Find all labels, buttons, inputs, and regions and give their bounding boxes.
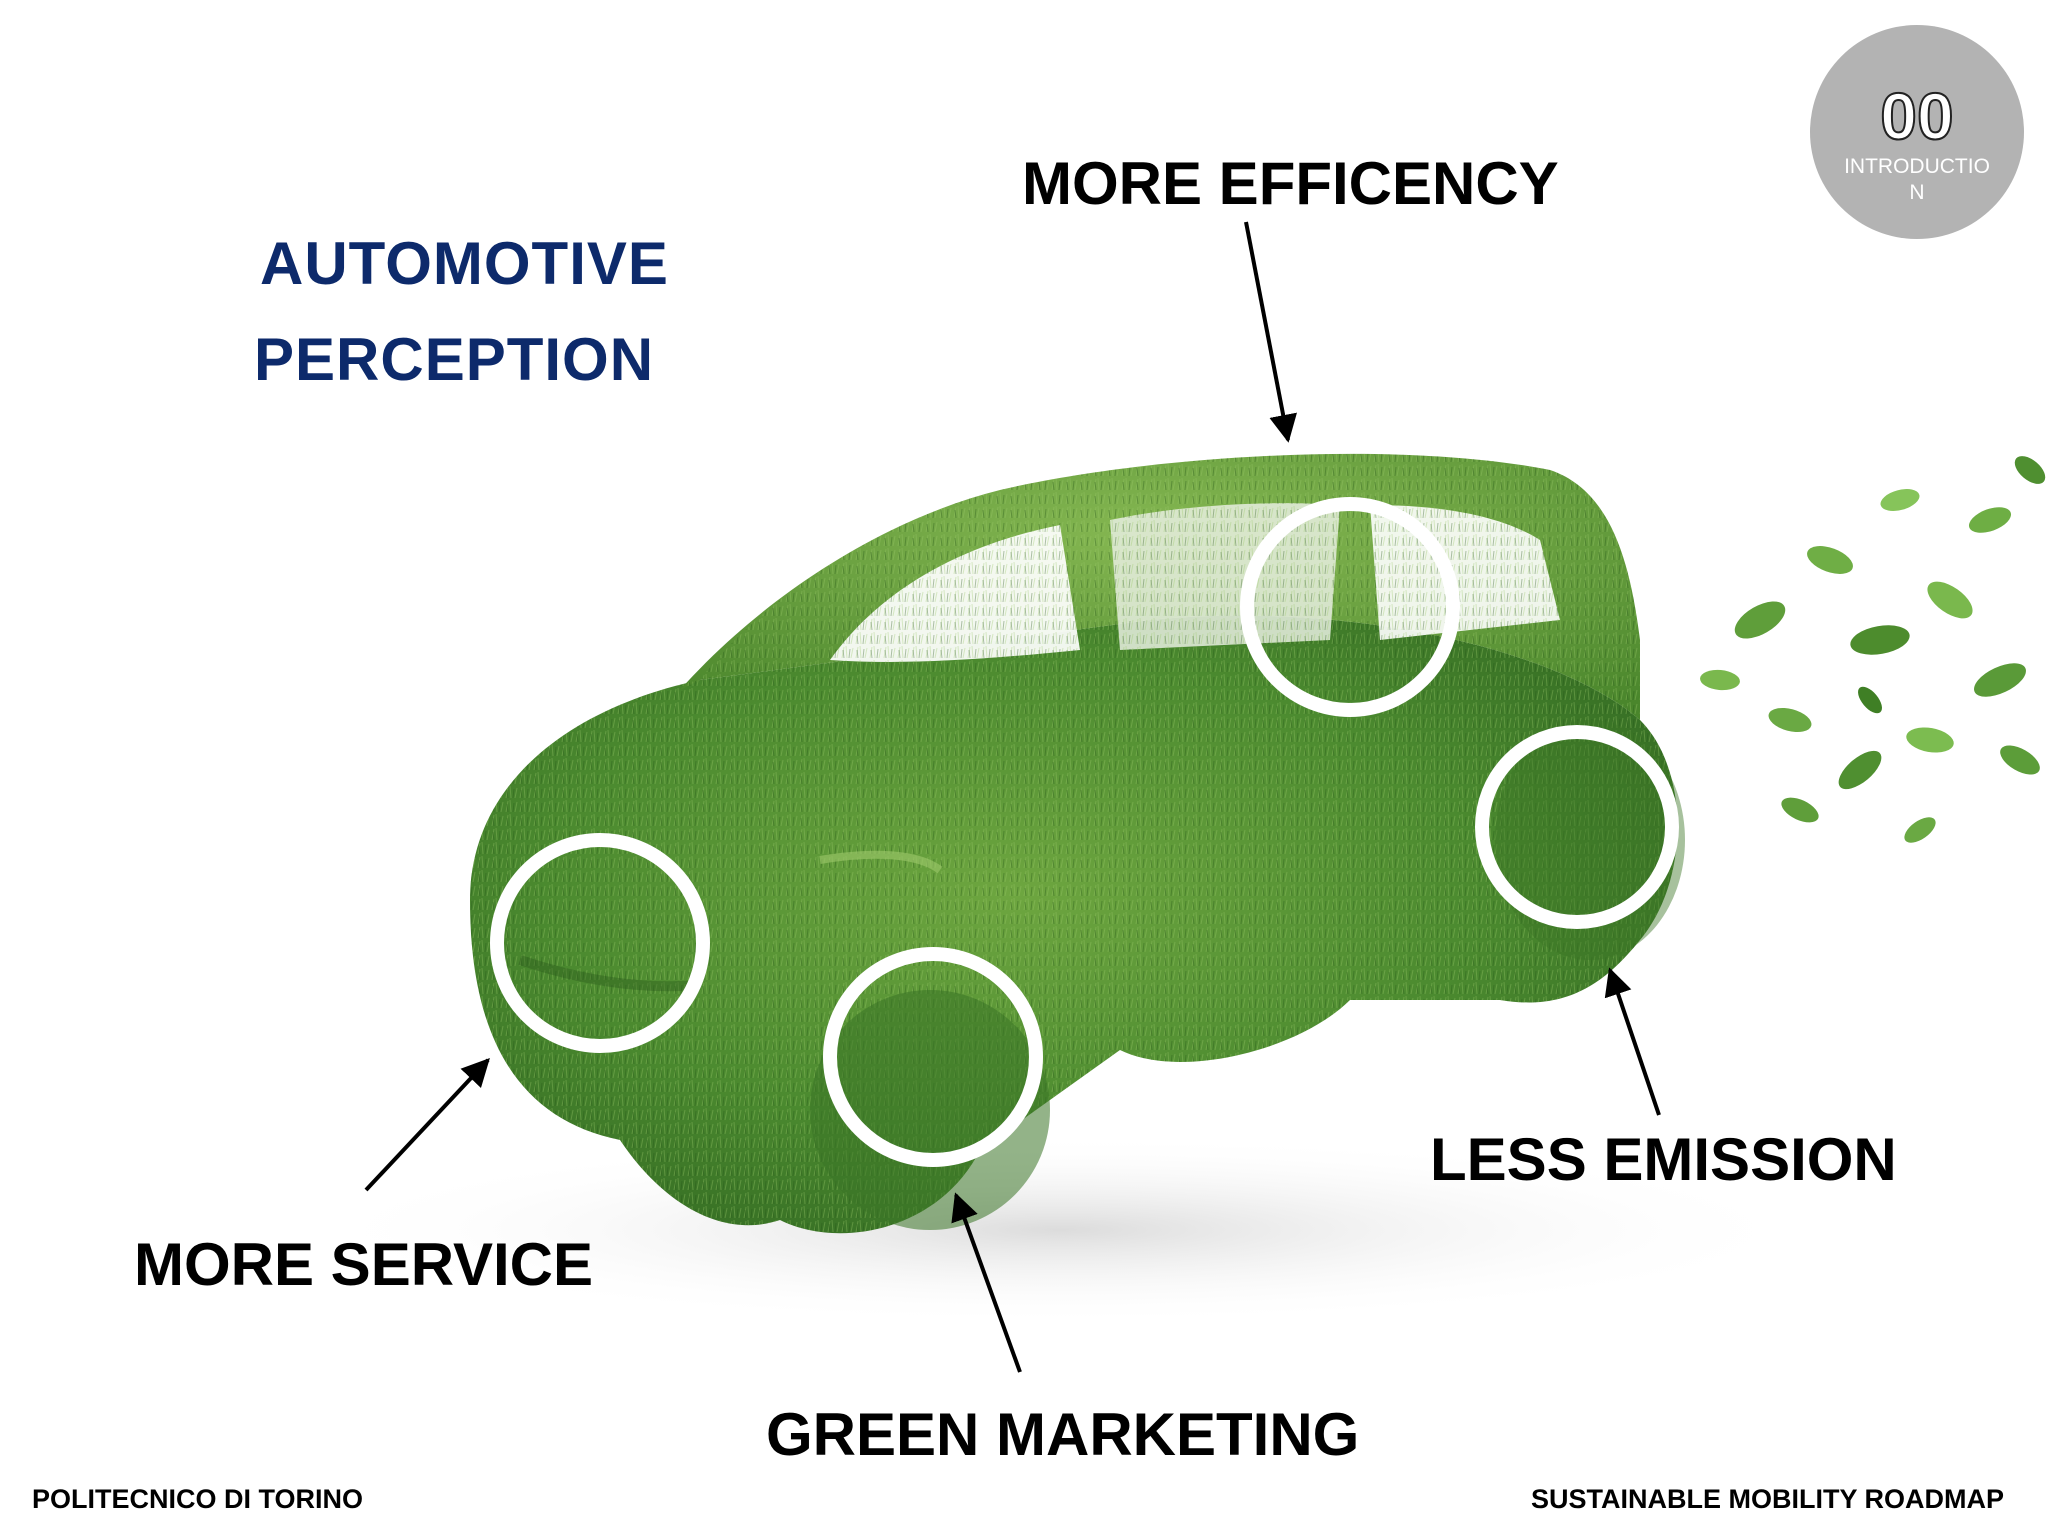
footer-right: SUSTAINABLE MOBILITY ROADMAP [1530,1484,2004,1514]
title-line-1: AUTOMOTIVE [260,230,669,297]
ring-emission [1475,725,1679,929]
ring-efficiency [1240,497,1460,717]
arrow-emission [1604,967,1661,1116]
ring-marketing [823,947,1043,1167]
section-badge [1810,25,2024,239]
arrow-efficiency [1244,221,1297,443]
label-more-service: MORE SERVICE [134,1231,593,1298]
section-label-line-1: INTRODUCTIO [1844,155,1990,178]
car-body [470,453,1685,1234]
section-number: 00 [1879,78,1954,154]
ring-service [490,833,710,1053]
section-label: INTRODUCTIO N [1810,154,2024,206]
footer-left: POLITECNICO DI TORINO [32,1484,364,1514]
title-line-2: PERCEPTION [254,326,655,393]
arrow-marketing [951,1192,1022,1373]
label-green-marketing: GREEN MARKETING [766,1401,1360,1468]
section-label-line-2: N [1909,181,1925,204]
label-more-efficiency: MORE EFFICENCY [1022,150,1559,217]
label-less-emission: LESS EMISSION [1430,1126,1897,1193]
leaves-group [1700,456,2046,843]
arrow-service [364,1057,490,1192]
